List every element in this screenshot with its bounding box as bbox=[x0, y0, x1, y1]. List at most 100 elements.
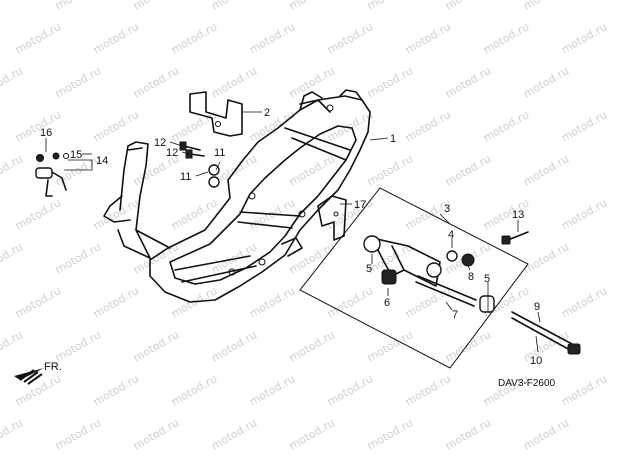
callout-10: 10 bbox=[530, 355, 542, 367]
watermark-text: motod.ru bbox=[365, 64, 415, 100]
watermark-text: motod.ru bbox=[0, 152, 25, 188]
watermark-text: motod.ru bbox=[443, 0, 493, 13]
watermark-text: motod.ru bbox=[53, 0, 103, 13]
callout-13: 13 bbox=[512, 209, 524, 221]
watermark-text: motod.ru bbox=[443, 328, 493, 364]
watermark-text: motod.ru bbox=[481, 108, 531, 144]
watermark-text: motod.ru bbox=[13, 108, 63, 144]
watermark-text: motod.ru bbox=[365, 152, 415, 188]
bolt-13-part bbox=[501, 231, 529, 245]
callout-15: 15 bbox=[70, 149, 82, 161]
watermark-text: motod.ru bbox=[91, 20, 141, 56]
watermark-text: motod.ru bbox=[559, 284, 609, 320]
watermark-text: motod.ru bbox=[325, 284, 375, 320]
callout-11b: 11 bbox=[180, 171, 191, 183]
watermark-text: motod.ru bbox=[131, 0, 181, 13]
callout-14: 14 bbox=[96, 155, 108, 167]
stay-plate-part bbox=[317, 195, 347, 241]
watermark-text: motod.ru bbox=[365, 416, 415, 452]
watermark-text: motod.ru bbox=[13, 20, 63, 56]
watermark-text: motod.ru bbox=[131, 64, 181, 100]
watermark-text: motod.ru bbox=[0, 416, 25, 452]
watermark-text: motod.ru bbox=[247, 372, 297, 408]
watermark-text: motod.ru bbox=[0, 64, 25, 100]
watermark-text: motod.ru bbox=[247, 20, 297, 56]
watermark-text: motod.ru bbox=[91, 108, 141, 144]
callout-8: 8 bbox=[468, 271, 474, 283]
watermark-text: motod.ru bbox=[403, 108, 453, 144]
watermark-text: motod.ru bbox=[403, 372, 453, 408]
callout-5a: 5 bbox=[366, 263, 372, 275]
watermark-text: motod.ru bbox=[521, 0, 571, 13]
callout-17: 17 bbox=[354, 199, 366, 211]
callout-labels: 1 2 3 4 5 5 6 7 8 9 10 11 11 12 12 13 14… bbox=[40, 107, 556, 389]
watermark-text: motod.ru bbox=[521, 152, 571, 188]
watermark-text: motod.ru bbox=[91, 372, 141, 408]
watermark-text: motod.ru bbox=[287, 0, 337, 13]
callout-4: 4 bbox=[448, 229, 454, 241]
watermark-text: motod.ru bbox=[325, 20, 375, 56]
watermark-text: motod.ru bbox=[209, 0, 259, 13]
watermark-text: motod.ru bbox=[559, 196, 609, 232]
callout-12a: 12 bbox=[154, 137, 166, 149]
watermark-text: motod.ru bbox=[287, 152, 337, 188]
main-frame-part bbox=[103, 89, 371, 303]
watermark-text: motod.ru bbox=[247, 108, 297, 144]
watermark-text: motod.ru bbox=[13, 196, 63, 232]
watermark-text: motod.ru bbox=[403, 284, 453, 320]
watermark-text: motod.ru bbox=[365, 0, 415, 13]
callout-16: 16 bbox=[40, 127, 52, 139]
watermark-text: motod.ru bbox=[53, 64, 103, 100]
watermark-text: motod.ru bbox=[13, 284, 63, 320]
leader-lines bbox=[45, 111, 541, 353]
long-bolt-part bbox=[511, 311, 581, 355]
watermark-text: motod.ru bbox=[559, 372, 609, 408]
watermark-text: motod.ru bbox=[287, 240, 337, 276]
watermark-text: motod.ru bbox=[443, 64, 493, 100]
watermark-text: motod.ru bbox=[0, 240, 25, 276]
front-label: FR. bbox=[44, 361, 62, 373]
callout-11a: 11 bbox=[214, 147, 225, 159]
watermark-text: motod.ru bbox=[325, 196, 375, 232]
watermark-text: motod.ru bbox=[0, 0, 25, 13]
watermark-text: motod.ru bbox=[325, 372, 375, 408]
front-direction-arrow bbox=[14, 368, 44, 385]
watermark-text: motod.ru bbox=[0, 328, 25, 364]
lock-set-part bbox=[35, 152, 69, 197]
watermark-text: motod.ru bbox=[169, 20, 219, 56]
callout-12b: 12 bbox=[166, 147, 178, 159]
watermark-text: motod.ru bbox=[91, 284, 141, 320]
watermark-text: motod.ru bbox=[521, 64, 571, 100]
watermark-text: motod.ru bbox=[209, 64, 259, 100]
callout-3: 3 bbox=[444, 203, 450, 215]
bracket-part bbox=[189, 91, 243, 137]
callout-1: 1 bbox=[390, 133, 396, 145]
watermark-text: motod.ru bbox=[53, 416, 103, 452]
watermark-text: motod.ru bbox=[247, 284, 297, 320]
callout-9: 9 bbox=[534, 301, 540, 313]
watermark-text: motod.ru bbox=[287, 328, 337, 364]
diagram-code: DAV3-F2600 bbox=[498, 378, 556, 389]
watermark-text: motod.ru bbox=[209, 416, 259, 452]
watermark-text: motod.ru bbox=[209, 328, 259, 364]
watermark-text: motod.ru bbox=[287, 416, 337, 452]
watermark-text: motod.ru bbox=[169, 372, 219, 408]
callout-7: 7 bbox=[452, 309, 458, 321]
callout-2: 2 bbox=[264, 107, 270, 119]
watermark-text: motod.ru bbox=[53, 328, 103, 364]
callout-5b: 5 bbox=[484, 273, 490, 285]
watermark-text: motod.ru bbox=[287, 64, 337, 100]
watermark-text: motod.ru bbox=[443, 416, 493, 452]
watermark-text: motod.ru bbox=[131, 416, 181, 452]
watermark-text: motod.ru bbox=[325, 108, 375, 144]
watermark-text: motod.ru bbox=[481, 20, 531, 56]
watermark-text: motod.ru bbox=[131, 328, 181, 364]
watermark-text: motod.ru bbox=[443, 152, 493, 188]
watermark-text: motod.ru bbox=[403, 20, 453, 56]
watermark-text: motod.ru bbox=[521, 416, 571, 452]
watermark-text: motod.ru bbox=[559, 108, 609, 144]
watermark-text: motod.ru bbox=[169, 196, 219, 232]
callout-6: 6 bbox=[384, 297, 390, 309]
engine-hanger-assembly bbox=[299, 187, 529, 369]
